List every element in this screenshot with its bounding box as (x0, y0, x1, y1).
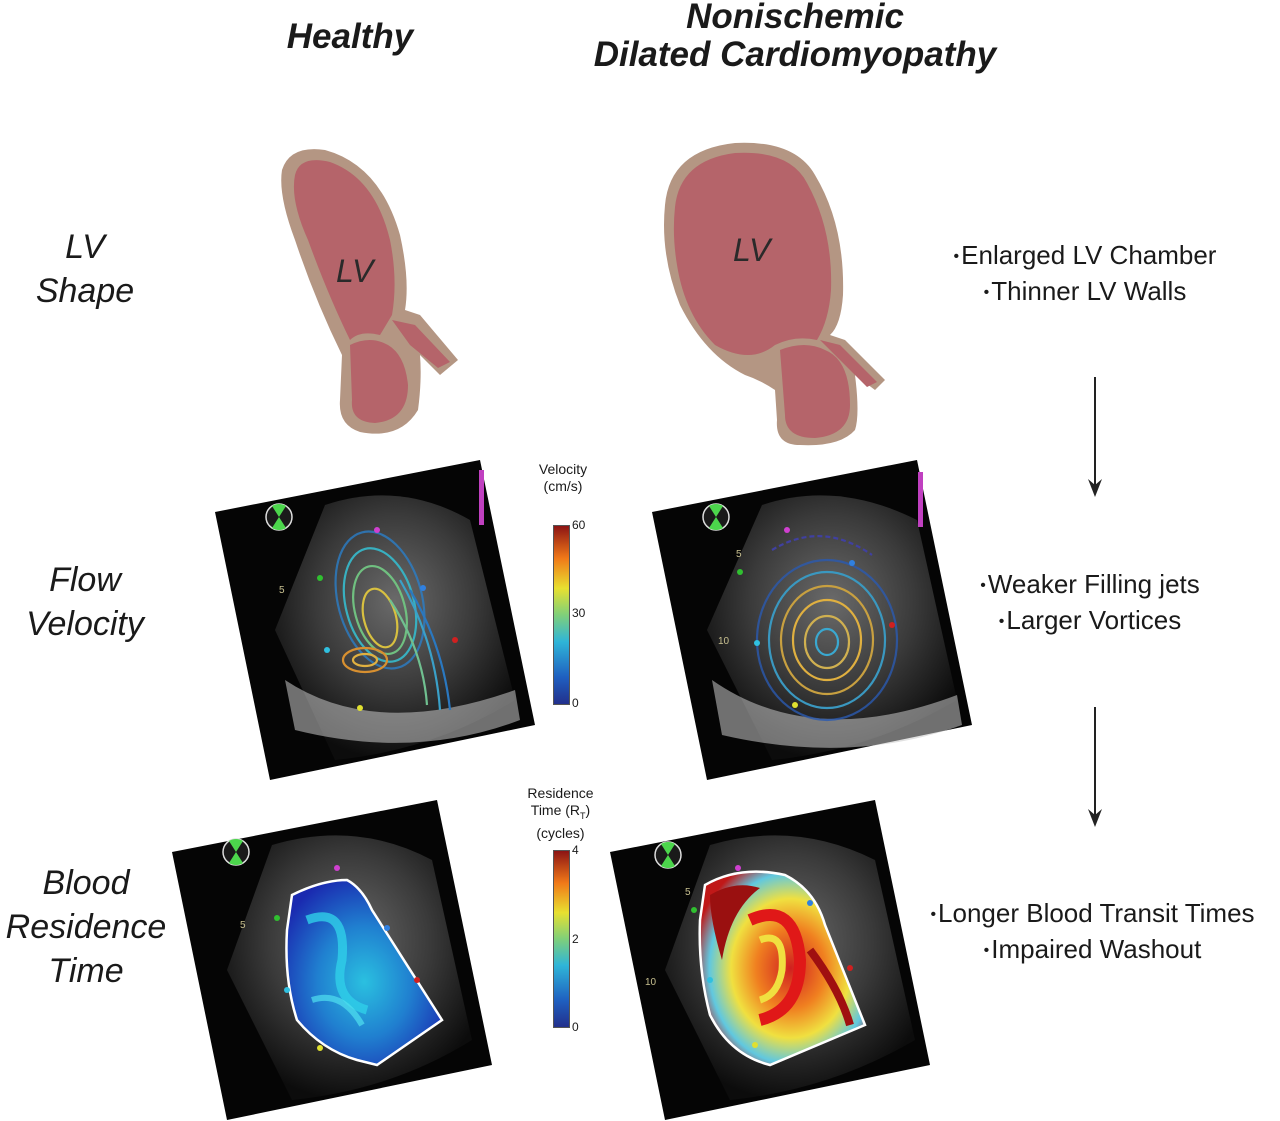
disease-column-title: Nonischemic Dilated Cardiomyopathy (560, 0, 1030, 74)
depth-marker: 5 (736, 549, 742, 560)
scale-strip-icon (918, 472, 923, 527)
row-label-lv-shape: LV Shape (10, 225, 160, 313)
landmark-dots (691, 865, 853, 1048)
down-arrow-2 (1088, 707, 1102, 827)
landmark-dots (317, 527, 458, 711)
healthy-column-title: Healthy (286, 17, 414, 56)
colorbar-title-line: Time (RT) (508, 802, 613, 825)
landmark-dots (737, 527, 895, 708)
view-indicator-icon (654, 841, 682, 869)
row-label-line: Time (48, 952, 124, 990)
healthy-streamlines (334, 530, 452, 711)
dcm-flow-echo: 5 10 (652, 460, 972, 780)
dcm-lv-diagram: LV (664, 142, 885, 446)
healthy-atrium (350, 340, 408, 423)
colorbar-title-text: ) (585, 802, 591, 818)
view-indicator-icon (702, 503, 730, 531)
healthy-lv-diagram: LV (281, 149, 458, 434)
finding-item: Enlarged LV Chamber (900, 238, 1270, 274)
dcm-atrium (780, 345, 850, 438)
colorbar-title-line: (cm/s) (543, 478, 583, 494)
depth-marker: 10 (645, 977, 657, 988)
velocity-tick-max: 60 (572, 518, 586, 532)
row-label-line: Shape (35, 272, 135, 310)
velocity-tick-mid: 30 (572, 606, 586, 620)
row-label-line: Flow (49, 561, 121, 599)
colorbar-title-line: (cycles) (536, 824, 585, 841)
findings-rt: Longer Blood Transit Times Impaired Wash… (905, 896, 1280, 968)
depth-marker: 5 (685, 887, 691, 898)
velocity-colorbar (553, 525, 570, 705)
colorbar-title-subscript: T (580, 810, 586, 821)
finding-item: Weaker Filling jets (900, 567, 1280, 603)
finding-item: Impaired Washout (905, 932, 1280, 968)
colorbar-title-text: Time (R (530, 802, 581, 818)
row-label-line: Blood (42, 864, 130, 902)
velocity-colorbar-title: Velocity (cm/s) (522, 461, 604, 495)
dcm-rt-echo: 5 10 (610, 800, 930, 1120)
depth-marker: 10 (718, 636, 730, 647)
down-arrow-1 (1088, 377, 1102, 497)
rt-tick-min: 0 (572, 1020, 579, 1034)
finding-item: Longer Blood Transit Times (905, 896, 1280, 932)
row-label-flow-velocity: Flow Velocity (5, 558, 165, 646)
dcm-aorta (820, 340, 877, 387)
healthy-lv-label: LV (336, 253, 376, 289)
findings-shape: Enlarged LV Chamber Thinner LV Walls (900, 238, 1270, 310)
depth-marker: 5 (279, 585, 285, 596)
dcm-streamlines (755, 535, 899, 722)
scale-strip-icon (479, 470, 484, 525)
row-label-line: LV (65, 228, 105, 266)
healthy-aorta (392, 320, 450, 368)
rt-colorbar-title: Residence Time (RT) (cycles) (508, 785, 613, 842)
finding-item: Thinner LV Walls (900, 274, 1270, 310)
rt-tick-mid: 2 (572, 932, 579, 946)
disease-title-line2: Dilated Cardiomyopathy (593, 35, 997, 74)
healthy-flow-echo: 5 (215, 460, 535, 780)
healthy-rt-map (285, 878, 444, 1067)
row-label-blood-residence-time: Blood Residence Time (0, 861, 172, 993)
dcm-lv-cavity (673, 152, 832, 355)
velocity-tick-min: 0 (572, 696, 579, 710)
depth-marker: 5 (240, 920, 246, 931)
view-indicator-icon (222, 838, 250, 866)
view-indicator-icon (265, 503, 293, 531)
healthy-rt-echo: 5 (172, 800, 492, 1120)
healthy-lv-cavity (293, 160, 395, 340)
findings-flow: Weaker Filling jets Larger Vortices (900, 567, 1280, 639)
rt-colorbar (553, 850, 570, 1028)
colorbar-title-line: Velocity (538, 461, 588, 477)
finding-item: Larger Vortices (900, 603, 1280, 639)
rt-tick-max: 4 (572, 843, 579, 857)
colorbar-title-line: Residence (527, 785, 594, 801)
row-label-line: Velocity (26, 605, 144, 643)
landmark-dots (274, 865, 420, 1051)
row-label-line: Residence (5, 908, 167, 946)
disease-title-line1: Nonischemic (686, 0, 904, 36)
dcm-lv-label: LV (733, 232, 773, 268)
